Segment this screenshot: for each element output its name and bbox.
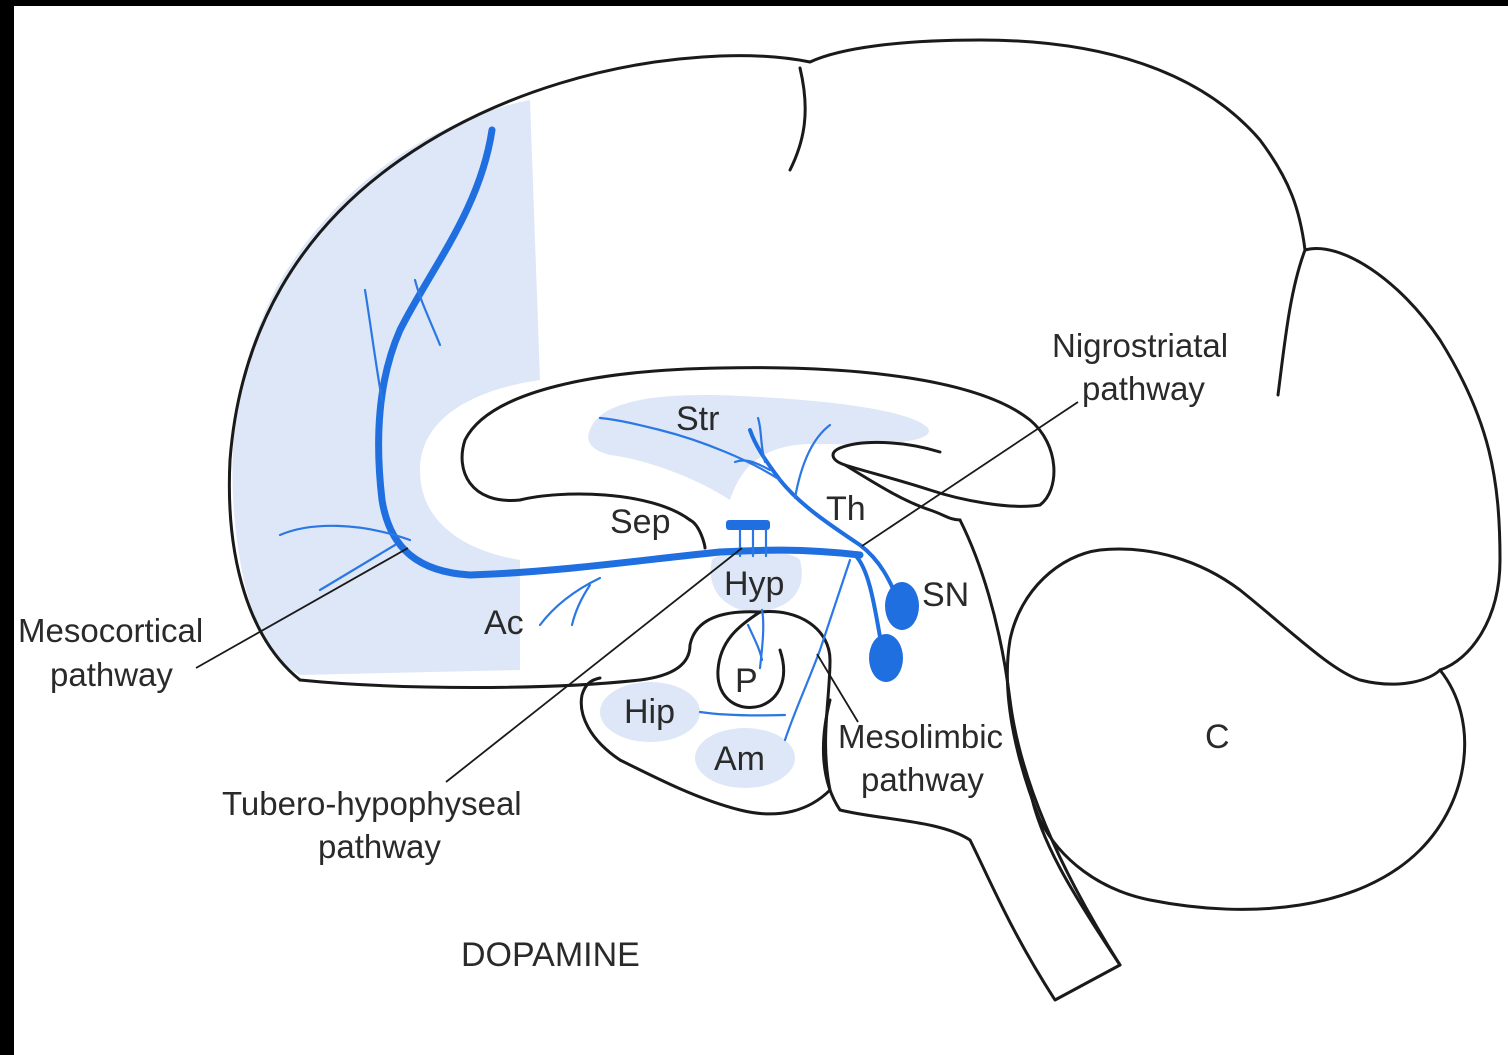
median-eminence-bar (726, 520, 770, 530)
figure-title: DOPAMINE (461, 936, 640, 974)
label-str: Str (676, 400, 719, 438)
label-nigrostriatal-line1: Nigrostriatal (1052, 327, 1228, 364)
label-ac: Ac (484, 604, 524, 642)
label-sep: Sep (610, 503, 671, 541)
cerebellum-outline (1007, 549, 1464, 909)
label-mesolimbic-line2: pathway (861, 761, 984, 798)
label-tubero-line2: pathway (318, 828, 441, 865)
label-nigrostriatal-line2: pathway (1082, 370, 1205, 407)
brainstem-outline (823, 520, 1120, 1000)
label-p: P (735, 662, 758, 700)
brainstem-inner (1030, 790, 1120, 965)
accumbens-branch-2 (572, 585, 590, 625)
label-th: Th (826, 490, 866, 528)
label-am: Am (714, 740, 765, 778)
vta-nucleus (869, 634, 903, 682)
label-sn: SN (922, 576, 969, 614)
parieto-occipital-fold (1278, 250, 1305, 395)
central-sulcus (790, 68, 805, 170)
label-mesocortical-line2: pathway (50, 656, 173, 693)
substantia-nigra-nucleus (885, 582, 919, 630)
label-hip: Hip (624, 693, 675, 731)
figure-frame: Str Th Sep Hyp SN Ac P Hip Am C Nigrostr… (14, 6, 1508, 1055)
mesolimbic-leader (817, 654, 858, 722)
label-c: C (1205, 718, 1230, 756)
mesolimbic-trunk (855, 555, 882, 648)
septum-edge (690, 520, 705, 548)
label-mesolimbic-line1: Mesolimbic (838, 718, 1003, 755)
mesolimbic-hip-branch (700, 712, 785, 715)
label-tubero-line1: Tubero-hypophyseal (222, 785, 522, 822)
dopamine-pathways-diagram: Str Th Sep Hyp SN Ac P Hip Am C Nigrostr… (14, 6, 1508, 1055)
label-hyp: Hyp (724, 565, 784, 603)
label-mesocortical-line1: Mesocortical (18, 612, 203, 649)
